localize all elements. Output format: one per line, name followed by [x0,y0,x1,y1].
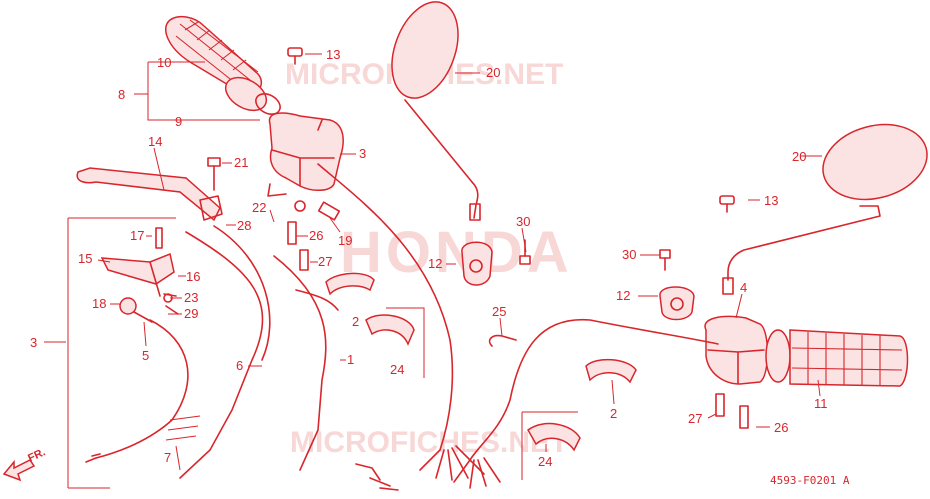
callout-24-right: 24 [538,454,552,469]
callout-18: 18 [92,296,106,311]
group-bracket-3 [67,217,176,489]
callout-27-left: 27 [318,254,332,269]
callout-11: 11 [814,396,828,411]
callout-14: 14 [148,134,162,149]
callout-26-right: 26 [774,420,788,435]
bands [325,272,637,452]
callout-30-right: 30 [622,247,636,262]
group-bracket-2-right [386,307,425,378]
callout-2-left: 2 [352,314,359,329]
callout-2-right: 2 [610,406,617,421]
bolts [155,47,749,429]
group-bracket-2-bottom [521,411,578,480]
callout-20-left: 20 [486,65,500,80]
callout-13-right: 13 [764,193,778,208]
callout-10: 10 [157,55,171,70]
callout-12-left: 12 [428,256,442,271]
callout-13-left: 13 [326,47,340,62]
callout-25: 25 [492,304,506,319]
left-mirror [391,1,481,221]
callout-20-right: 20 [792,149,806,164]
right-grip [765,329,909,387]
right-mirror [722,123,928,295]
callout-23: 23 [184,290,198,305]
left-switch-housing [267,112,344,197]
callout-7: 7 [164,450,171,465]
callout-22: 22 [252,200,266,215]
callout-29: 29 [184,306,198,321]
front-direction-label: FR. [26,446,47,464]
callout-5: 5 [142,348,149,363]
right-clamp [659,286,695,321]
clutch-lever [76,167,223,222]
callout-26-left: 26 [309,228,323,243]
callout-1: 1 [347,352,354,367]
left-clamp [461,241,493,286]
callout-4: 4 [740,280,747,295]
callout-3-left: 3 [30,335,37,350]
right-switch-housing [704,315,769,385]
callout-27-right: 27 [688,411,702,426]
callout-19: 19 [338,233,352,248]
watermark-site-bottom: MICROFICHES.NET [290,426,568,459]
front-direction-arrow: FR. [2,446,47,482]
callout-17: 17 [130,228,144,243]
callout-21: 21 [234,155,248,170]
callout-16: 16 [186,269,200,284]
callout-labels: 10 8 9 13 20 3 14 21 22 28 19 26 27 17 1… [30,47,828,469]
left-grip [165,15,281,115]
callout-9: 9 [175,114,182,129]
callout-15: 15 [78,251,92,266]
callout-28: 28 [237,218,251,233]
lever-bracket [100,252,179,323]
callout-6: 6 [236,358,243,373]
callout-30-left: 30 [516,214,530,229]
cables [85,225,339,479]
wire-harness [317,163,719,491]
callout-8: 8 [118,87,125,102]
watermark-brand: HONDA [340,220,573,285]
diagram-code: 4593-F0201 A [770,474,850,487]
callout-3-top: 3 [359,146,366,161]
leader-lines [44,53,822,471]
callout-12-right: 12 [616,288,630,303]
callout-24-left: 24 [390,362,404,377]
